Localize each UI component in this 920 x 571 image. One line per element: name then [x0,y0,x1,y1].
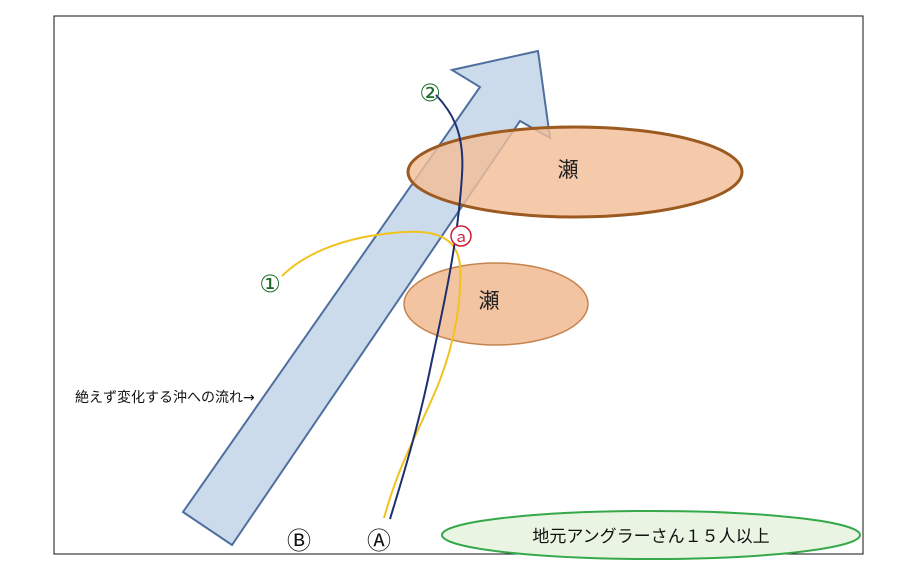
anglers-label: 地元アングラーさん１５人以上 [532,527,769,547]
anglers-area [441,510,861,560]
cast-line-yellow [281,230,462,519]
shoal-upper [406,125,744,219]
marker-two: ② [419,79,441,107]
current-label: 絶えず変化する沖への流れ→ [75,389,255,406]
marker-B: Ⓑ [287,527,311,555]
marker-a-small: ａ [453,228,468,246]
shoal-upper-label: 瀬 [558,158,579,182]
shoal-lower [403,262,589,346]
marker-one: ① [259,270,281,298]
shoal-lower-label: 瀬 [479,289,500,313]
cast-line-navy [389,94,464,520]
marker-a-circle [450,225,472,247]
marker-A: Ⓐ [367,527,391,555]
